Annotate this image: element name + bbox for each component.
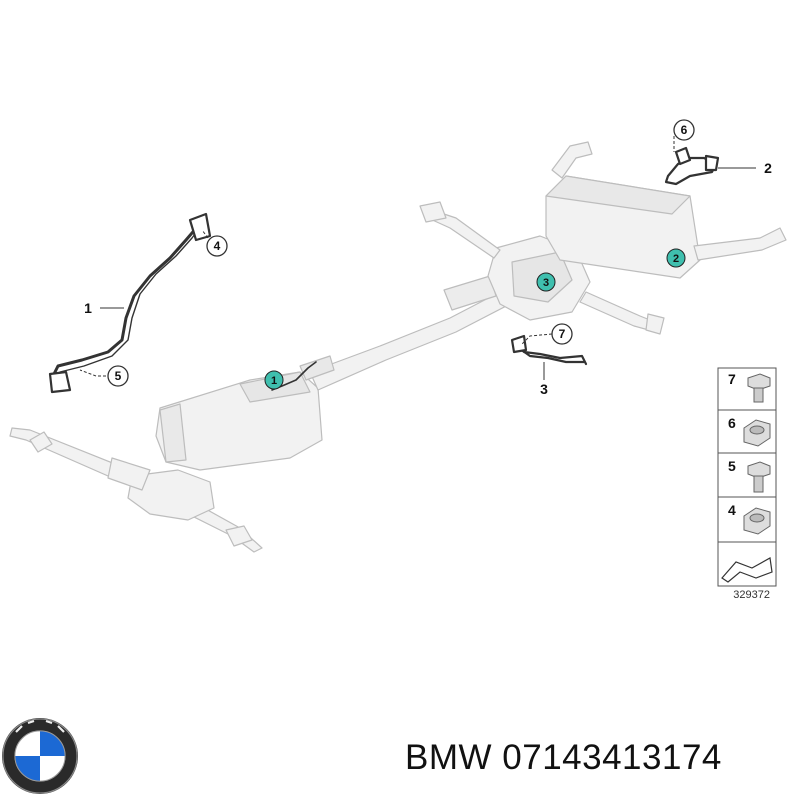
svg-text:5: 5	[728, 458, 736, 474]
legend-row-5: 5	[728, 458, 771, 493]
callout-7: 7	[551, 323, 573, 345]
diagram-id: 329372	[733, 589, 770, 601]
svg-text:6: 6	[681, 123, 688, 137]
svg-text:5: 5	[115, 369, 122, 383]
callout-5: 5	[107, 365, 129, 387]
callout-6: 6	[673, 119, 695, 141]
legend-row-7: 7	[728, 371, 771, 403]
bolt-icon	[747, 461, 771, 493]
callout-2: 2	[764, 160, 772, 176]
svg-text:4: 4	[728, 502, 736, 518]
part-drawings	[48, 146, 720, 394]
part-number-label: BMW 07143413174	[405, 738, 722, 777]
callout-4: 4	[206, 235, 228, 257]
svg-text:6: 6	[728, 415, 736, 431]
callout-3: 3	[540, 381, 548, 397]
highlight-callout-3: 3	[536, 272, 556, 292]
ground-strap-part-2	[664, 146, 720, 186]
svg-text:1: 1	[84, 300, 92, 316]
ground-strap-part-3	[510, 334, 588, 366]
svg-text:3: 3	[543, 277, 549, 289]
svg-text:7: 7	[559, 327, 566, 341]
direction-arrow-icon	[721, 557, 773, 583]
svg-text:3: 3	[540, 381, 548, 397]
callout-1: 1	[84, 300, 92, 316]
bmw-logo-icon	[2, 718, 78, 794]
svg-text:2: 2	[764, 160, 772, 176]
nut-icon	[743, 507, 771, 535]
highlight-callout-1: 1	[264, 370, 284, 390]
svg-text:2: 2	[673, 253, 679, 265]
hardware-legend: 7 6 5 4	[717, 367, 777, 587]
svg-text:4: 4	[214, 239, 221, 253]
highlight-callout-2: 2	[666, 248, 686, 268]
nut-icon	[743, 419, 771, 447]
svg-text:7: 7	[728, 371, 736, 387]
ground-strap-part-1	[48, 212, 212, 394]
svg-text:1: 1	[271, 375, 277, 387]
legend-row-6: 6	[728, 415, 771, 447]
leader-lines	[79, 136, 756, 380]
legend-row-4: 4	[728, 502, 771, 535]
drivetrain-illustration	[9, 141, 787, 553]
bolt-icon	[747, 373, 771, 403]
